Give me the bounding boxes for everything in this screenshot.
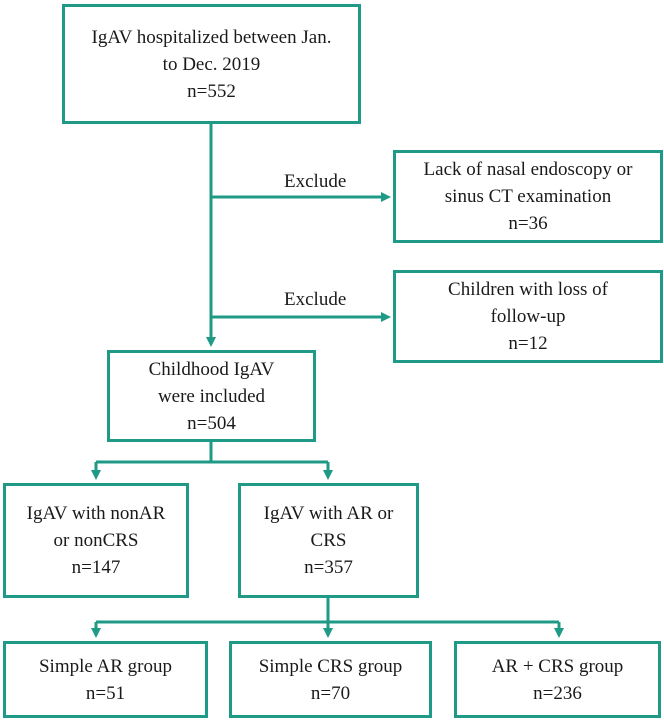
box-line: n=236 [533,682,582,704]
ar-crs-box: AR + CRS group n=236 [454,641,661,718]
box-line: Simple CRS group [258,655,403,677]
box-line: to Dec. 2019 [162,53,261,75]
loss-followup-box: Children with loss of follow-up n=12 [393,270,663,363]
exclude-label-2: Exclude [284,289,347,310]
box-line: n=36 [508,213,548,234]
box-line: IgAV with nonAR [26,503,166,524]
box-line: Childhood IgAV [148,358,275,380]
exclude-label-1: Exclude [284,171,347,192]
box-line: Children with loss of [448,279,608,300]
box-line: n=51 [85,682,126,704]
box-line: n=12 [508,333,548,354]
box-line: n=147 [71,557,121,578]
childhood-included-box: Childhood IgAV were included n=504 [107,350,316,442]
box-line: sinus CT examination [444,186,612,207]
box-line: AR + CRS group [491,655,624,677]
box-line: n=70 [310,682,351,704]
box-line: Simple AR group [38,655,172,677]
ar-or-crs-box: IgAV with AR or CRS n=357 [238,483,419,598]
box-line: n=552 [187,80,236,102]
box-line: or nonCRS [53,530,139,551]
box-line: n=504 [187,412,236,434]
box-line: Lack of nasal endoscopy or [423,159,633,180]
simple-crs-box: Simple CRS group n=70 [229,641,432,718]
box-line: follow-up [490,306,566,327]
lack-endoscopy-box: Lack of nasal endoscopy or sinus CT exam… [393,150,663,243]
box-line: IgAV with AR or [263,503,394,524]
box-line: CRS [310,530,347,551]
non-ar-crs-box: IgAV with nonAR or nonCRS n=147 [3,483,189,598]
box-line: n=357 [304,557,353,578]
hospitalized-box: IgAV hospitalized between Jan. to Dec. 2… [62,4,361,124]
box-line: IgAV hospitalized between Jan. [91,26,332,48]
simple-ar-box: Simple AR group n=51 [3,641,208,718]
box-line: were included [157,385,266,407]
